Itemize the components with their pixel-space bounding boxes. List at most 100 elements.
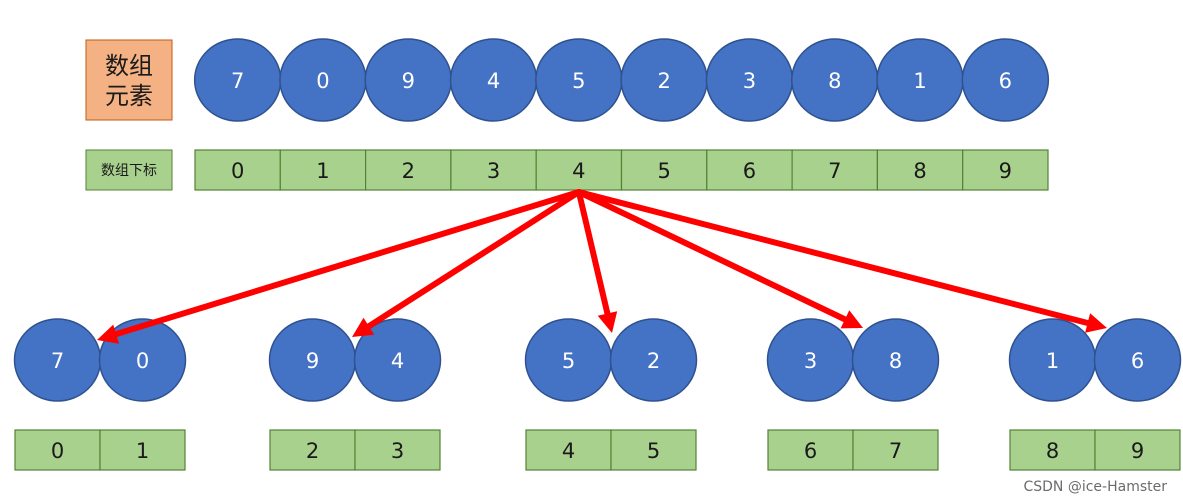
- index-value: 5: [657, 159, 670, 183]
- element-value: 5: [572, 69, 585, 93]
- array-index-cell: 5: [620, 149, 708, 191]
- element-value: 3: [743, 69, 756, 93]
- array-index-cell: 2: [365, 149, 452, 191]
- group-index-cell-box: [99, 429, 186, 471]
- array-element: 1: [876, 38, 964, 122]
- group-index-value: 2: [306, 439, 319, 463]
- group-element-value: 1: [1046, 349, 1059, 373]
- element-value: 9: [402, 69, 415, 93]
- array-elements-label-box: [85, 39, 173, 121]
- array-indices-label-text: 数组下标: [101, 163, 157, 179]
- element-value: 6: [999, 69, 1012, 93]
- main-array-elements: 7 0 9 4 5 2 3 8 1 6: [193, 38, 1050, 122]
- split-arrow: [575, 189, 618, 333]
- group-element-value: 0: [136, 349, 149, 373]
- split-arrow-line: [575, 189, 848, 323]
- array-element: 7: [193, 38, 282, 122]
- group-index-cell-box: [1094, 429, 1181, 471]
- group-index-cell-box: [852, 429, 939, 471]
- group-index-cell-box: [610, 429, 697, 471]
- index-cell-box: [620, 149, 708, 191]
- main-array-indices: 0 1 2 3 4 5 6 7 8 9: [194, 149, 1049, 191]
- group-index-value: 6: [804, 439, 817, 463]
- array-elements-label-line1: 数组: [105, 52, 153, 80]
- array-index-cell: 8: [876, 149, 964, 191]
- group-element-value: 4: [391, 349, 404, 373]
- group-element-value: 2: [647, 349, 660, 373]
- array-elements-label-line2: 元素: [105, 82, 153, 110]
- split-arrow-head: [1085, 313, 1107, 333]
- split-arrow-head: [352, 317, 375, 337]
- group-index-value: 0: [51, 439, 64, 463]
- group-index-cell-box: [14, 429, 101, 471]
- split-group: 5 2 4 5: [524, 318, 698, 471]
- array-element: 9: [364, 38, 452, 122]
- group-element-circle: [609, 318, 698, 402]
- group-element-value: 5: [562, 349, 575, 373]
- split-arrow: [575, 189, 1107, 333]
- element-value: 2: [657, 69, 670, 93]
- group-index-cell-box: [767, 429, 854, 471]
- array-element: 6: [961, 38, 1050, 122]
- split-group: 9 4 2 3: [268, 318, 442, 471]
- element-value: 8: [828, 69, 841, 93]
- group-element-circle: [98, 318, 187, 402]
- split-arrow: [575, 189, 863, 329]
- index-value: 7: [828, 159, 841, 183]
- group-index-cell-box: [269, 429, 356, 471]
- index-cell-box: [279, 149, 367, 191]
- array-element: 5: [535, 38, 623, 122]
- split-arrow-head: [597, 311, 618, 333]
- split-arrow: [352, 189, 582, 337]
- element-circle: [961, 38, 1050, 122]
- group-index-value: 5: [647, 439, 660, 463]
- index-value: 9: [999, 159, 1012, 183]
- group-index-value: 9: [1131, 439, 1144, 463]
- array-indices-label-box: [85, 149, 173, 191]
- index-cell-box: [450, 149, 537, 191]
- array-indices-label: 数组下标: [85, 149, 173, 191]
- group-index-value: 4: [562, 439, 575, 463]
- array-index-cell: 4: [535, 149, 623, 191]
- group-index-value: 3: [391, 439, 404, 463]
- index-value: 2: [402, 159, 415, 183]
- group-index-value: 7: [889, 439, 902, 463]
- split-arrows: [97, 189, 1107, 344]
- index-value: 6: [743, 159, 756, 183]
- element-value: 0: [316, 69, 329, 93]
- group-index-value: 1: [136, 439, 149, 463]
- group-index-cell-box: [525, 429, 612, 471]
- array-element: 3: [705, 38, 794, 122]
- array-index-cell: 1: [279, 149, 367, 191]
- array-index-cell: 3: [450, 149, 537, 191]
- group-element-value: 8: [889, 349, 902, 373]
- array-element: 4: [449, 38, 538, 122]
- array-element: 8: [791, 38, 879, 122]
- group-element-circle: [353, 318, 442, 402]
- index-value: 0: [231, 159, 244, 183]
- element-value: 7: [231, 69, 244, 93]
- element-value: 1: [913, 69, 926, 93]
- group-index-value: 8: [1046, 439, 1059, 463]
- array-index-cell: 9: [962, 149, 1049, 191]
- index-value: 1: [316, 159, 329, 183]
- group-index-cell-box: [1009, 429, 1096, 471]
- group-element-value: 9: [306, 349, 319, 373]
- array-index-cell: 0: [194, 149, 281, 191]
- group-element-value: 6: [1131, 349, 1144, 373]
- array-element: 0: [279, 38, 367, 122]
- split-arrow-line: [575, 189, 1091, 327]
- group-index-cell-box: [354, 429, 441, 471]
- array-elements-label: 数组 元素: [85, 39, 173, 121]
- element-value: 4: [487, 69, 500, 93]
- watermark: CSDN @ice-Hamster: [1023, 479, 1167, 495]
- split-arrow: [97, 189, 582, 344]
- group-element-circle: [851, 318, 940, 402]
- index-value: 3: [487, 159, 500, 183]
- split-arrow-line: [575, 189, 611, 317]
- index-cell-box: [365, 149, 452, 191]
